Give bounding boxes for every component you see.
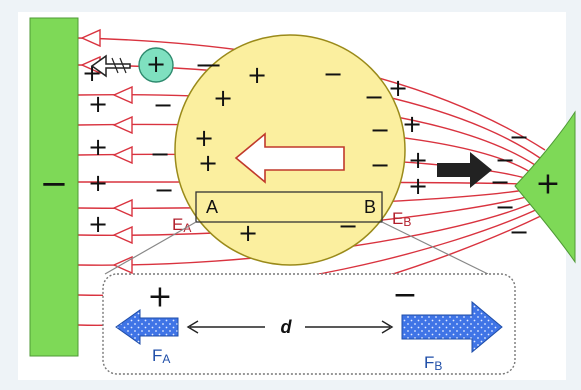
negative-plate	[29, 17, 79, 357]
force-fb-arrow	[401, 300, 503, 354]
plus-sign: +	[388, 74, 408, 102]
zoom-guide-right	[381, 221, 489, 275]
minus-sign: −	[490, 168, 510, 196]
point-a-label: A	[206, 197, 218, 217]
minus-sign: −	[150, 140, 170, 168]
attraction-arrow	[437, 152, 492, 188]
minus-sign: −	[495, 146, 515, 174]
minus-sign: −	[323, 60, 343, 88]
plus-sign: +	[88, 133, 108, 161]
plus-sign: +	[213, 84, 233, 112]
plus-sign: +	[198, 149, 218, 177]
plus-sign: +	[247, 61, 267, 89]
sphere-motion-arrow	[234, 132, 345, 184]
inset-detail-box	[102, 273, 516, 375]
distance-indicator	[186, 320, 394, 334]
force-fa-arrow	[115, 309, 179, 345]
minus-sign: −	[370, 151, 390, 179]
field-arrowhead	[112, 198, 133, 218]
right-electrode-charges: − − − − −	[490, 123, 529, 246]
plus-sign: +	[408, 146, 428, 174]
small-positive-charge	[138, 47, 174, 83]
small-charge-sign: +	[146, 50, 166, 78]
field-eb-label: EB	[392, 209, 411, 230]
field-arrowheads	[80, 28, 133, 275]
plus-sign: +	[88, 169, 108, 197]
force-fa-label: FA	[152, 346, 170, 367]
plus-sign: +	[402, 110, 422, 138]
force-fb-label: FB	[424, 353, 442, 374]
plus-sign: +	[194, 124, 214, 152]
minus-sign: −	[509, 218, 529, 246]
plus-sign: +	[408, 172, 428, 200]
minus-sign: −	[364, 83, 384, 111]
minus-sign: −	[153, 91, 173, 119]
positive-electrode-sign: +	[535, 167, 560, 202]
left-plate-induced-charges: + + + + +	[82, 59, 108, 238]
distance-label: d	[281, 317, 293, 337]
field-ea-label: EA	[172, 215, 191, 236]
positive-electrode	[514, 110, 576, 264]
small-charge-motion-arrow	[90, 54, 131, 78]
plus-sign: +	[88, 90, 108, 118]
field-arrowhead	[112, 145, 133, 165]
field-arrowhead	[112, 85, 133, 105]
minus-sign: −	[509, 123, 529, 151]
sphere-surface-charges: + + + + + − − − − − − − − − + + + +	[150, 51, 428, 247]
minus-sign: −	[495, 193, 515, 221]
field-arrowhead	[80, 28, 101, 48]
plus-sign: +	[238, 219, 258, 247]
negative-plate-sign: −	[40, 164, 69, 204]
minus-sign: −	[338, 212, 358, 240]
minus-sign: −	[370, 116, 390, 144]
ab-region-box	[195, 191, 383, 223]
minus-sign: −	[202, 51, 222, 79]
minus-sign: −	[195, 51, 215, 79]
field-arrowhead	[112, 115, 133, 135]
inset-plus-sign: +	[147, 280, 172, 315]
minus-sign: −	[154, 176, 174, 204]
field-arrowhead	[112, 225, 133, 245]
zoom-guide-left	[104, 221, 197, 275]
inset-minus-sign: −	[392, 278, 417, 313]
point-b-label: B	[364, 197, 376, 217]
plus-sign: +	[88, 210, 108, 238]
